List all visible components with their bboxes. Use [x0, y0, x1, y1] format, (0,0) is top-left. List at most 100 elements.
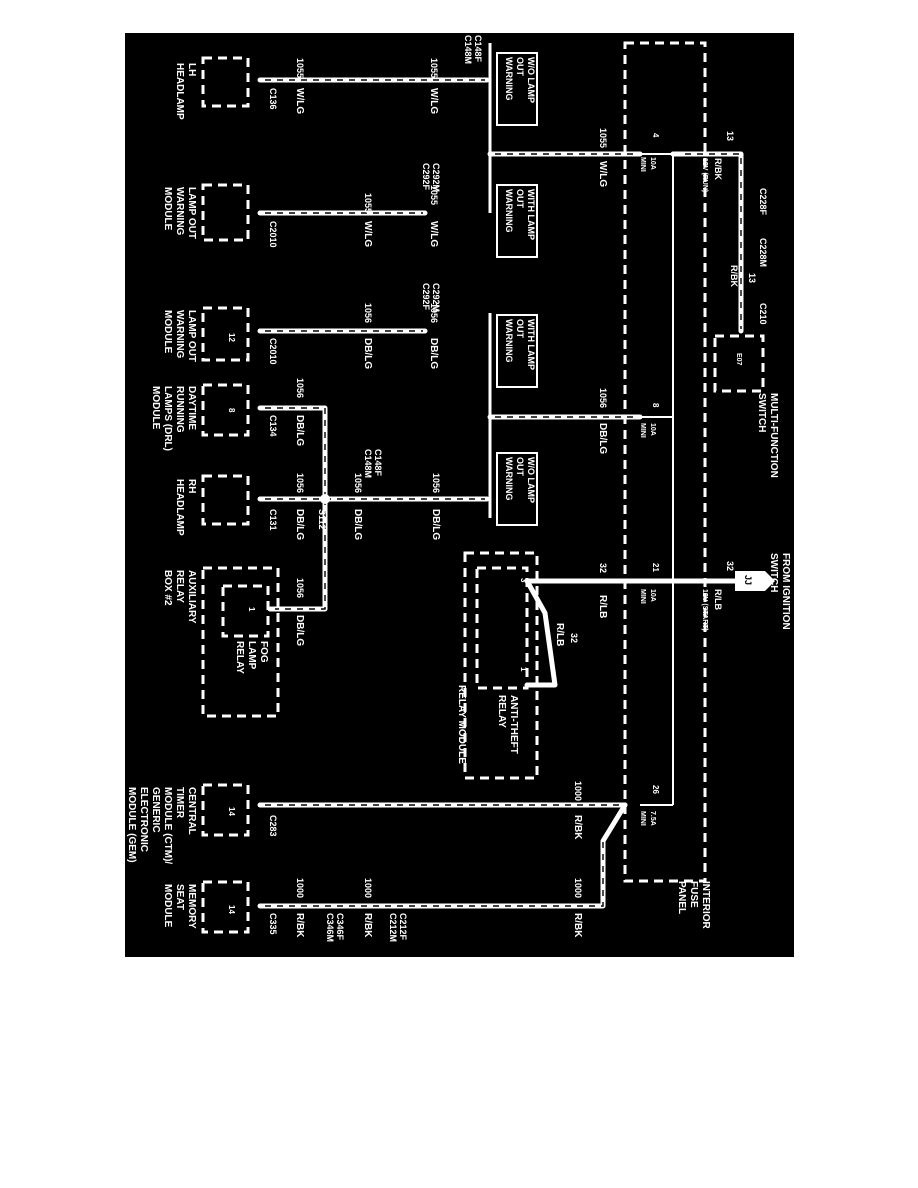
- mem-box: [201, 880, 250, 934]
- ctm-2: TIMER: [174, 787, 185, 819]
- opt-with2-c: WARNING: [504, 319, 514, 363]
- c346-b: C346M: [325, 913, 335, 942]
- w32-color-b: R/LB: [554, 623, 565, 646]
- opt-wo1-b: OUT: [515, 57, 525, 77]
- relay-pin-1: 1: [519, 667, 528, 672]
- drl-4: MODULE: [150, 386, 161, 430]
- lomb-2: WARNING: [174, 310, 185, 359]
- opt-with1-a: WITH LAMP: [526, 189, 536, 240]
- drl-pin: 8: [227, 408, 236, 413]
- c212-a: C212F: [398, 913, 408, 941]
- w1055-b-circuit: 1055: [363, 193, 373, 213]
- w1000-ctm-color: R/BK: [572, 815, 583, 840]
- c292a-b: C292F: [421, 163, 431, 191]
- opt-with1-c: WARNING: [504, 189, 514, 233]
- fuse21-rating: 10A: [649, 589, 656, 602]
- feed13-circuit: 13: [725, 131, 735, 141]
- aux-relay-2: RELAY: [174, 570, 185, 603]
- lh-headlamp-2: HEADLAMP: [174, 63, 185, 120]
- w1056-drl-color: DB/LG: [294, 415, 305, 446]
- w1000-ctm-circuit: 1000: [573, 781, 583, 801]
- loma-1: LAMP OUT: [186, 187, 197, 239]
- ctm-pin: 14: [227, 807, 236, 816]
- anti-theft-label-2: RELAY: [496, 695, 507, 728]
- c148-bot-a: C148F: [373, 449, 383, 477]
- mem-3: MODULE: [162, 884, 173, 928]
- aux-relay-3: BOX #2: [162, 570, 173, 606]
- feed32-circuit: 32: [725, 561, 735, 571]
- feed32-color: R/LB: [713, 589, 723, 610]
- c210-label: C210: [758, 303, 768, 325]
- w1056-rh-color-b: DB/LG: [352, 509, 363, 540]
- c292b-b: C292F: [421, 283, 431, 311]
- ctm-4: GENERIC: [150, 787, 161, 833]
- w1000-mem-circuit-c: 1000: [295, 878, 305, 898]
- w1000-mem-color-a: R/BK: [572, 913, 583, 938]
- labels: INTERIOR FUSE PANEL MULTI-FUNCTION SWITC…: [126, 35, 791, 942]
- feed13-note: 12V (RUN): [701, 158, 708, 192]
- opt-with1-b: OUT: [515, 189, 525, 209]
- c2010b-label: C2010: [268, 338, 278, 365]
- lamp-out-b-box: [201, 306, 250, 362]
- w13-circuit: 13: [747, 273, 757, 283]
- fog-relay-inner: [221, 584, 270, 638]
- wiring-diagram: INTERIOR FUSE PANEL MULTI-FUNCTION SWITC…: [125, 33, 794, 957]
- ctm-3: MODULE (CTM)/: [162, 787, 173, 864]
- w1000-mem-color-c: R/BK: [294, 913, 305, 938]
- c148-top-a: C148F: [473, 35, 483, 63]
- w32-circuit-a: 32: [598, 563, 608, 573]
- fuse21-type: MINI: [639, 589, 646, 604]
- w1056-rh-color-c: DB/LG: [294, 509, 305, 540]
- w1056-rh-circuit-c: 1056: [295, 473, 305, 493]
- ctm-6: MODULE (GEM): [126, 787, 137, 863]
- lh-headlamp-box: [201, 56, 250, 108]
- mfs-label: MULTI-FUNCTION: [768, 393, 779, 478]
- opt-wo1-a: W/O LAMP: [526, 57, 536, 103]
- w1000-mem-circuit-b: 1000: [363, 878, 373, 898]
- anti-theft-inner: [475, 566, 529, 690]
- w1000-mem-color-b: R/BK: [362, 913, 373, 938]
- lomb-3: MODULE: [162, 310, 173, 354]
- ign-label-2: SWITCH: [768, 553, 779, 592]
- mem-1: MEMORY: [186, 884, 197, 929]
- w32-circuit-b: 32: [569, 633, 579, 643]
- s112-label: S112: [317, 509, 327, 530]
- rh-headlamp-2: HEADLAMP: [174, 479, 185, 536]
- fog-pin: 1: [247, 607, 256, 612]
- w1056-color-top: DB/LG: [597, 423, 608, 454]
- w1055-a-color: W/LG: [428, 221, 439, 247]
- aux-relay-1: AUXILIARY: [186, 570, 197, 624]
- c335-label: C335: [268, 913, 278, 935]
- wiring-diagram-svg: INTERIOR FUSE PANEL MULTI-FUNCTION SWITC…: [126, 35, 791, 942]
- w1056-b-circuit: 1056: [363, 303, 373, 323]
- wire-1000-mem: [257, 802, 628, 909]
- c292b-a: C292M: [431, 283, 441, 312]
- w1056-a-circuit: 1056: [429, 303, 439, 323]
- mfs-label-2: SWITCH: [756, 393, 767, 432]
- rh-headlamp-box: [201, 474, 250, 526]
- c346-a: C346F: [335, 913, 345, 941]
- lomb-pin: 12: [227, 333, 236, 342]
- fuse8-type: MINI: [639, 423, 646, 438]
- relay-module-label: RELAY MODULE: [456, 685, 467, 764]
- w1056-fog-circuit: 1056: [295, 578, 305, 598]
- aux-relay-box: [201, 566, 280, 718]
- w1056-b-color: DB/LG: [362, 338, 373, 369]
- w32-color-a: R/LB: [597, 595, 608, 618]
- w1055-b-color: W/LG: [362, 221, 373, 247]
- w1055-lh-circuit-a: 1055: [429, 58, 439, 78]
- mem-pin: 14: [227, 905, 236, 914]
- fog-relay-3: RELAY: [234, 641, 245, 674]
- component-boxes: [201, 41, 765, 934]
- w1055-a-circuit: 1055: [429, 185, 439, 205]
- drl-3: LAMPS (DRL): [162, 386, 173, 451]
- w1056-a-color: DB/LG: [428, 338, 439, 369]
- fuse-panel-label-2: FUSE: [688, 881, 699, 908]
- c292a-a: C292M: [431, 163, 441, 192]
- opt-wo2-b: OUT: [515, 457, 525, 477]
- jj-connector: [735, 571, 775, 591]
- option-boxes: [496, 52, 538, 526]
- relay-module-box: [463, 551, 539, 780]
- anti-theft-label: ANTI-THEFT: [508, 695, 519, 754]
- mem-2: SEAT: [174, 884, 185, 910]
